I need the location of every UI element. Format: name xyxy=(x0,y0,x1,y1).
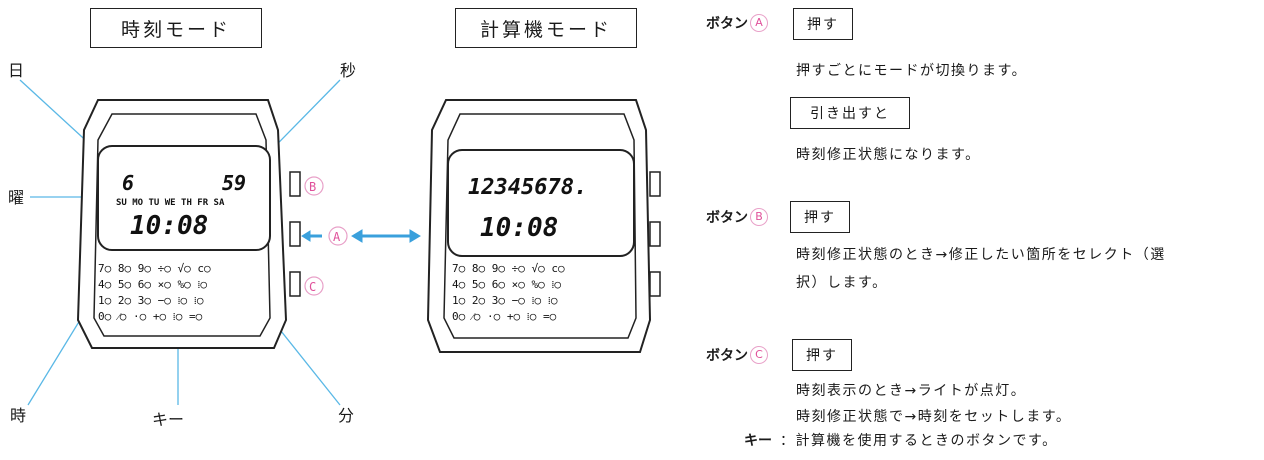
button-a-circle-icon: A xyxy=(750,14,768,32)
svg-text:1○ 2○ 3○ −○ ⁞○ ⁞○: 1○ 2○ 3○ −○ ⁞○ ⁞○ xyxy=(452,294,558,307)
button-c-circle-icon: C xyxy=(750,346,768,364)
lcd-seconds: 59 xyxy=(222,171,246,195)
button-a-press-box: 押す xyxy=(793,8,853,40)
label-weekday: 曜 xyxy=(8,188,25,207)
button-c-text-2: 時刻修正状態で→時刻をセットします。 xyxy=(796,409,1072,425)
svg-text:4○ 5○ 6○ ×○ %○ ⁞○: 4○ 5○ 6○ ×○ %○ ⁞○ xyxy=(452,278,561,291)
watch-illustrations: 6 59 SU MO TU WE TH FR SA 10:08 7○ 8○ 9○… xyxy=(19,79,661,406)
button-a-text: 押すごとにモードが切換ります。 xyxy=(796,63,1028,79)
lcd-weekdays: SU MO TU WE TH FR SA xyxy=(116,198,225,208)
button-a-row: ボタン A xyxy=(706,13,768,33)
button-c-row: ボタン C xyxy=(706,345,768,365)
button-a-pull-box: 引き出すと xyxy=(790,97,910,129)
button-c-text-1: 時刻表示のとき→ライトが点灯。 xyxy=(796,383,1027,399)
left-watch xyxy=(76,99,301,349)
button-c-badge: C xyxy=(304,276,324,296)
left-keypad: 7○ 8○ 9○ ÷○ √○ c○ 4○ 5○ 6○ ×○ %○ ⁞○ 1○ 2… xyxy=(98,262,211,323)
button-b-circle-icon: B xyxy=(750,208,768,226)
label-second: 秒 xyxy=(340,61,357,80)
button-b-text-2: 択）します。 xyxy=(796,275,888,291)
svg-text:A: A xyxy=(333,230,341,244)
button-a-text2: 時刻修正状態になります。 xyxy=(796,147,981,163)
button-a-label: ボタン xyxy=(706,16,748,32)
label-day: 日 xyxy=(8,61,25,80)
label-key: キー xyxy=(152,410,185,429)
button-b-text-1: 時刻修正状態のとき→修正したい箇所をセレクト（選 xyxy=(796,247,1166,263)
keypad-row-2: 4○ 5○ 6○ ×○ %○ ⁞○ xyxy=(98,278,207,291)
button-a-badge: A xyxy=(328,226,348,246)
keypad-row-4: 0○ ⁄○ ·○ +○ ⁞○ =○ xyxy=(98,310,203,323)
button-c-press-box: 押す xyxy=(792,339,852,371)
lcd-time: 10:08 xyxy=(130,211,208,241)
arrow-icons xyxy=(301,229,421,243)
button-b-row: ボタン B xyxy=(706,207,768,227)
svg-text:7○ 8○ 9○ ÷○ √○ c○: 7○ 8○ 9○ ÷○ √○ c○ xyxy=(452,262,565,275)
svg-text:B: B xyxy=(309,180,316,194)
button-b-press-box: 押す xyxy=(790,201,850,233)
button-b-badge: B xyxy=(304,176,324,196)
svg-text:0○ ⁄○ ·○ +○ ⁞○ =○: 0○ ⁄○ ·○ +○ ⁞○ =○ xyxy=(452,310,557,323)
keypad-row-1: 7○ 8○ 9○ ÷○ √○ c○ xyxy=(98,262,211,275)
label-hour: 時 xyxy=(10,406,27,425)
button-c-label: ボタン xyxy=(706,348,748,364)
lcd-date: 6 xyxy=(122,171,134,195)
button-b-label: ボタン xyxy=(706,210,748,226)
svg-text:C: C xyxy=(309,280,316,294)
right-keypad: 7○ 8○ 9○ ÷○ √○ c○ 4○ 5○ 6○ ×○ %○ ⁞○ 1○ 2… xyxy=(452,262,565,323)
calculator-mode-title: 計算機モード xyxy=(455,8,637,48)
key-text: ：計算機を使用するときのボタンです。 xyxy=(780,433,1058,449)
right-watch xyxy=(426,99,661,353)
keypad-row-3: 1○ 2○ 3○ −○ ⁞○ ⁞○ xyxy=(98,294,204,307)
key-row: キー ：計算機を使用するときのボタンです。 xyxy=(744,430,1058,450)
calc-lcd-time: 10:08 xyxy=(480,213,558,243)
label-minute: 分 xyxy=(338,406,355,425)
key-label: キー xyxy=(744,433,772,449)
calc-lcd-digits: 12345678. xyxy=(468,175,587,200)
time-mode-title: 時刻モード xyxy=(90,8,262,48)
